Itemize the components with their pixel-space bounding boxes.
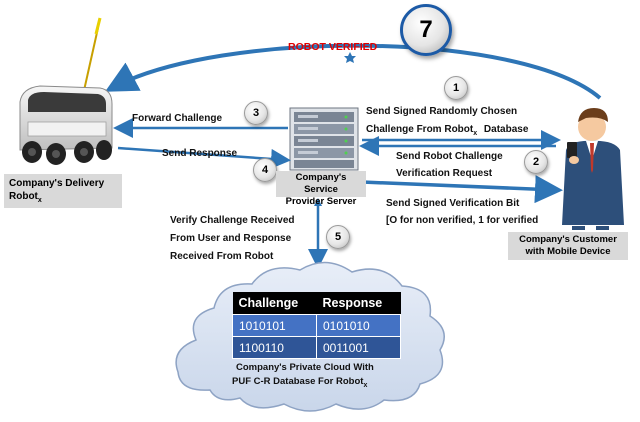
step-3-badge: 3 <box>244 101 268 125</box>
server-caption-line2: Provider Server <box>285 196 357 207</box>
robot-caption-line1: Company's Delivery <box>9 178 105 189</box>
cloud-caption-line2: PUF C-R Database For Robotx <box>232 376 367 389</box>
table-header-response: Response <box>316 292 401 315</box>
signed-challenge-line2-post: Database <box>483 124 529 135</box>
robot-caption-box: Company's Delivery Robotx <box>4 174 122 208</box>
cloud-caption-line2-pre: PUF C-R Database For Robot <box>232 376 364 387</box>
verification-bit-line2: [O for non verified, 1 for verified <box>386 215 539 226</box>
table-cell: 0101010 <box>316 314 401 337</box>
server-caption-line1: Company's Service <box>295 172 347 195</box>
step-4-badge: 4 <box>253 158 277 182</box>
table-row: 1010101 0101010 <box>232 314 401 337</box>
table-cell: 1100110 <box>232 336 317 359</box>
table-row: 1100110 0011001 <box>232 336 401 359</box>
server-icon <box>289 107 359 171</box>
customer-caption-line2: with Mobile Device <box>525 246 611 257</box>
table-header-challenge: Challenge <box>232 292 317 315</box>
delivery-robot-icon <box>19 17 113 165</box>
arrow-verification-bit <box>361 175 563 204</box>
send-response-label: Send Response <box>162 148 238 159</box>
table-cell: 1010101 <box>232 314 317 337</box>
verified-star-icon <box>344 52 356 63</box>
arrow-send-response <box>117 146 291 169</box>
verification-bit-line1: Send Signed Verification Bit <box>386 198 520 209</box>
signed-challenge-line2-pre: Challenge From Robot <box>366 124 474 135</box>
robot-challenge-line1: Send Robot Challenge <box>396 151 503 162</box>
robot-verified-label: ROBOT VERIFIED <box>288 41 378 53</box>
step-5-badge: 5 <box>326 225 350 249</box>
table-cell: 0011001 <box>316 336 401 359</box>
customer-person-icon <box>562 108 624 230</box>
robot-caption-sub: x <box>37 197 42 204</box>
robot-challenge-line2: Verification Request <box>396 168 493 179</box>
signed-challenge-line2-sub: x <box>473 130 478 137</box>
cloud-caption-line1: Company's Private Cloud With <box>236 362 374 373</box>
challenge-response-table: Challenge Response 1010101 0101010 11001… <box>232 292 401 359</box>
step-1-badge: 1 <box>444 76 468 100</box>
cloud-caption-line2-sub: x <box>363 381 368 389</box>
step-7-badge: 7 <box>400 4 452 56</box>
robot-verified-arrow <box>104 43 602 100</box>
signed-challenge-line2: Challenge From Robotx Database <box>366 124 528 137</box>
robot-caption-line2: Robot <box>9 191 38 202</box>
customer-caption-box: Company's Customer with Mobile Device <box>508 232 628 260</box>
verify-line1: Verify Challenge Received <box>170 215 295 226</box>
customer-caption-line1: Company's Customer <box>519 234 617 245</box>
signed-challenge-line1: Send Signed Randomly Chosen <box>366 106 518 117</box>
server-caption-box: Company's Service Provider Server <box>276 171 366 207</box>
forward-challenge-label: Forward Challenge <box>132 113 223 124</box>
verify-line3: Received From Robot <box>170 251 274 262</box>
step-2-badge: 2 <box>524 150 548 174</box>
verify-line2: From User and Response <box>170 233 292 244</box>
